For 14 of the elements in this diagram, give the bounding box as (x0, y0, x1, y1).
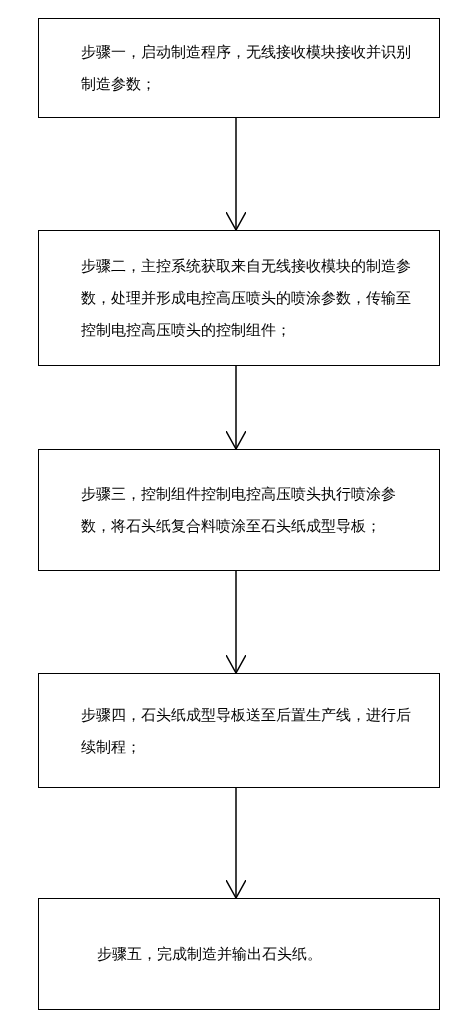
arrow (225, 787, 247, 899)
step-text: 步骤一，启动制造程序，无线接收模块接收并识别制造参数； (81, 42, 412, 95)
step-text: 步骤三，控制组件控制电控高压喷头执行喷涂参数，将石头纸复合料喷涂至石头纸成型导板； (81, 484, 397, 537)
arrow (225, 570, 247, 674)
arrow (225, 117, 247, 231)
step-text: 步骤四，石头纸成型导板送至后置生产线，进行后续制程； (81, 704, 412, 758)
process-box (38, 449, 440, 571)
process-box (38, 673, 440, 788)
process-box (38, 18, 440, 118)
process-box (38, 898, 440, 1010)
step-text: 步骤五，完成制造并输出石头纸。 (97, 944, 322, 965)
step-text: 步骤二，主控系统获取来自无线接收模块的制造参数，处理并形成电控高压喷头的喷涂参数，传输至控制电控高压喷头的控制组件； (81, 256, 412, 341)
arrow (225, 365, 247, 450)
process-box (38, 230, 440, 366)
